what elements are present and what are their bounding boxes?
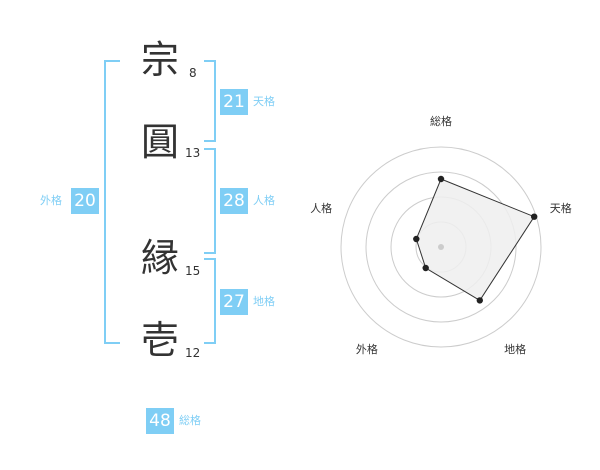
radar-ring [365, 171, 517, 323]
radar-axis-label-4: 外格 [356, 342, 378, 356]
gaikaku-label: 外格 [40, 194, 62, 207]
radar-point-4 [422, 264, 429, 272]
soukaku-label: 総格 [179, 414, 201, 427]
chikaku-label: 地格 [253, 295, 275, 308]
radar-point-2 [531, 213, 538, 220]
radar-axis-label-1: 総格 [430, 114, 452, 128]
name-char-4: 壱 [141, 318, 180, 362]
jinkaku-label: 人格 [253, 194, 275, 207]
radar-axis-label-2: 天格 [550, 201, 572, 215]
radar-point-3 [476, 297, 483, 304]
radar-polygon [415, 178, 535, 302]
gaikaku-value: 20 [71, 188, 99, 214]
stroke-count-3: 15 [185, 264, 201, 278]
radar-center-dot [438, 244, 444, 250]
gaikaku-bracket [104, 60, 120, 344]
jinkaku-bracket [204, 148, 216, 254]
chikaku-bracket [204, 258, 216, 344]
jinkaku-value: 28 [220, 188, 248, 214]
name-char-3: 縁 [141, 236, 180, 280]
tenkaku-label: 天格 [253, 95, 275, 108]
tenkaku-bracket [204, 60, 216, 142]
name-char-2: 圓 [141, 120, 180, 164]
radar-axis-label-3: 地格 [504, 342, 526, 356]
name-char-1: 宗 [141, 38, 180, 82]
soukaku-value: 48 [146, 408, 174, 434]
chikaku-value: 27 [220, 289, 248, 315]
tenkaku-value: 21 [220, 89, 248, 115]
stroke-count-2: 13 [185, 146, 201, 160]
radar-point-1 [437, 175, 445, 183]
radar-axis-label-5: 人格 [310, 201, 332, 215]
stroke-count-4: 12 [185, 346, 201, 360]
radar-point-5 [413, 235, 420, 243]
stroke-count-1: 8 [189, 66, 197, 80]
radar-ring [340, 146, 542, 348]
